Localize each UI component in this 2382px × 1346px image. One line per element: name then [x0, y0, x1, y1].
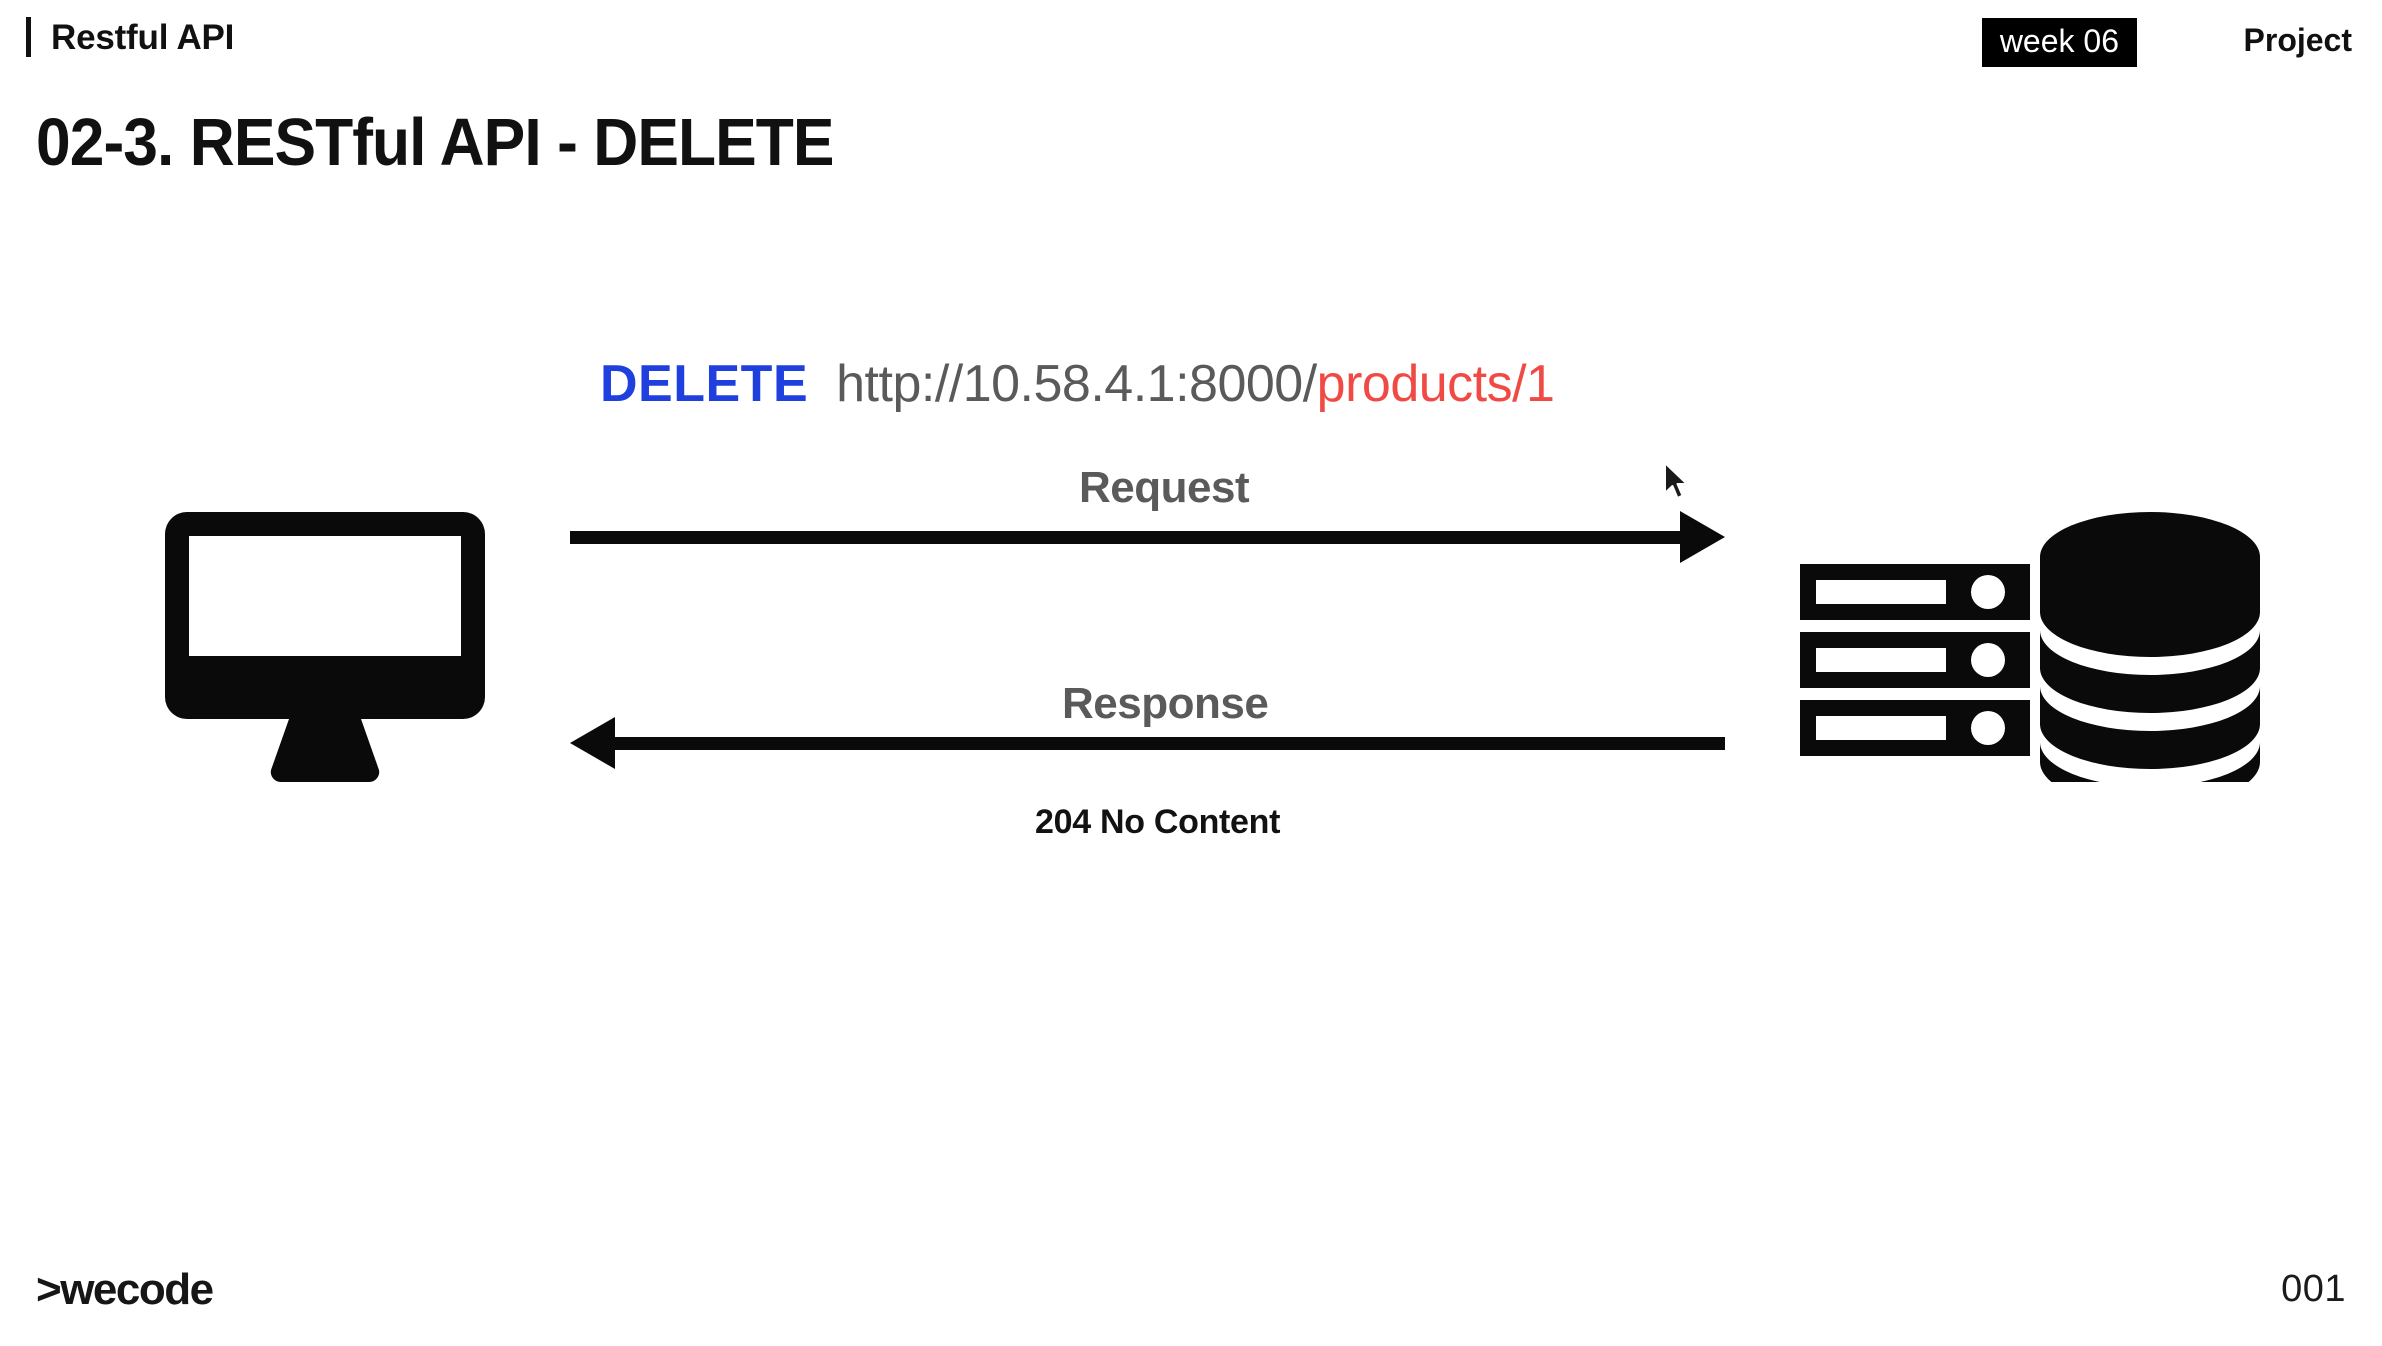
header-kicker-label: Restful API [51, 17, 235, 57]
desktop-monitor-icon [165, 512, 485, 783]
request-arrow-head [1680, 511, 1725, 563]
url-base-label: http://10.58.4.1:8000/ [836, 355, 1317, 413]
mouse-pointer-icon [1663, 462, 1693, 504]
slide-header: Restful API week 06 Project [0, 0, 2382, 90]
vertical-bar-icon [26, 17, 31, 57]
url-resource-path-label: products/1 [1316, 355, 1555, 413]
server-rack-database-icon [1800, 512, 2280, 807]
status-code-label: 204 No Content [1035, 803, 1281, 841]
project-label: Project [2243, 22, 2352, 58]
header-kicker: Restful API [26, 14, 234, 60]
request-arrow-shaft [570, 531, 1680, 544]
week-badge: week 06 [1981, 18, 2137, 67]
response-label: Response [1062, 679, 1269, 728]
wecode-logo: >wecode [36, 1265, 214, 1314]
response-arrow-shaft [615, 737, 1725, 750]
http-method-label: DELETE [600, 355, 809, 413]
request-url-line: DELETE http://10.58.4.1:8000/ products/1 [600, 355, 1555, 413]
page-title: 02-3. RESTful API - DELETE [36, 105, 834, 180]
request-label: Request [1079, 463, 1250, 512]
response-arrow-head [570, 717, 615, 769]
page-number: 001 [2281, 1268, 2346, 1310]
